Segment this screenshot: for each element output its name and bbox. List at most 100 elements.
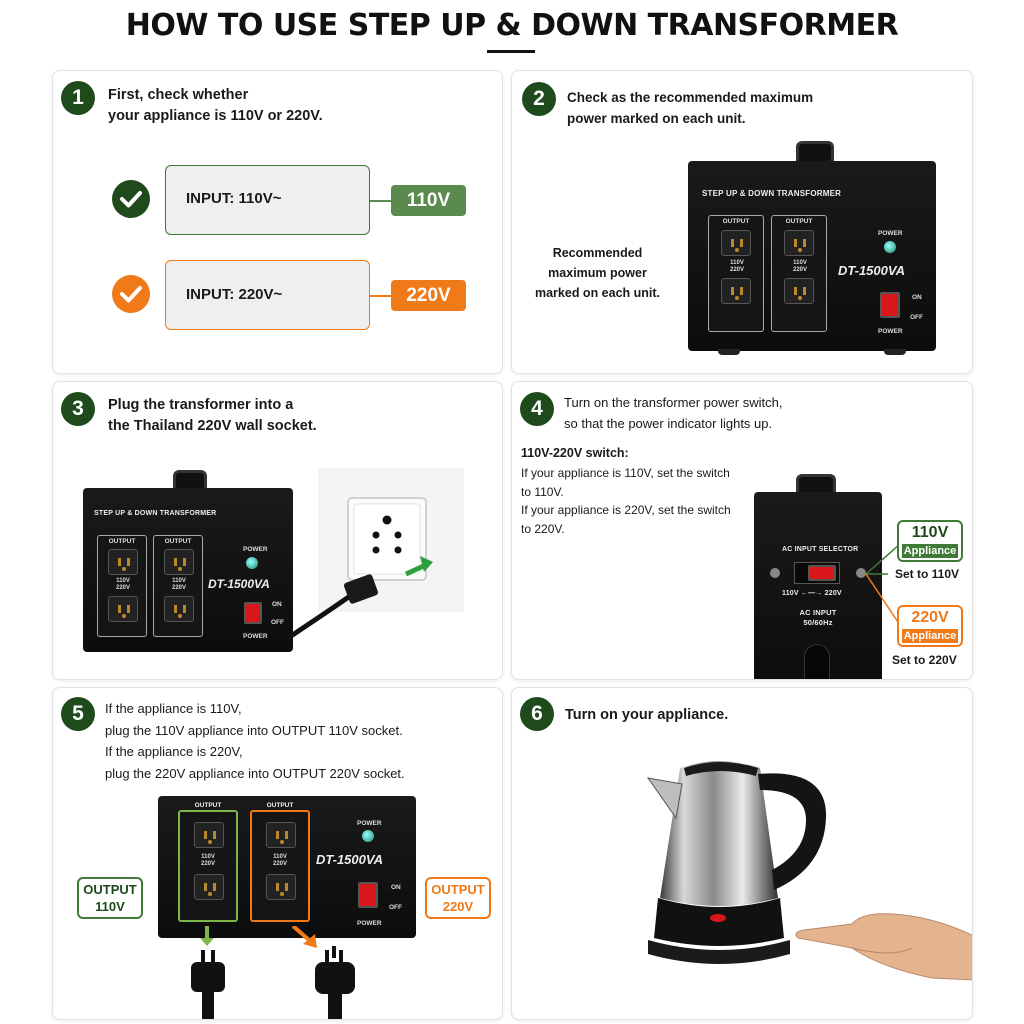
transformer-handle: [173, 470, 207, 490]
switch-off-label: OFF: [389, 904, 402, 911]
power-switch: [244, 602, 262, 624]
volt-label: 110V 220V: [272, 854, 287, 867]
wall-socket-image: [288, 468, 464, 641]
switch-on-label: ON: [912, 294, 922, 301]
transformer-brand-label: STEP UP & DOWN TRANSFORMER: [702, 189, 842, 198]
power-led-label: POWER: [878, 230, 903, 237]
transformer-image: STEP UP & DOWN TRANSFORMER OUTPUT 110V 2…: [83, 470, 293, 656]
step2-caption: Recommended maximum power marked on each…: [534, 246, 661, 300]
step6-heading: Turn on your appliance.: [565, 707, 729, 723]
transformer-model: DT-1500VA: [316, 852, 383, 867]
step3-heading: Plug the transformer into a the Thailand…: [108, 397, 317, 434]
tag-220-box: 220V Appliance: [897, 605, 963, 647]
socket: [721, 230, 751, 256]
check-circle-icon: [112, 275, 150, 313]
page-title: HOW TO USE STEP UP & DOWN TRANSFORMER: [125, 8, 899, 43]
volt-label: 110V 220V: [171, 578, 186, 591]
check-circle-icon: [112, 180, 150, 218]
input-220-label: INPUT: 220V~: [186, 286, 283, 303]
title-underline: [487, 50, 535, 53]
power-led-label: POWER: [243, 546, 268, 553]
step1-card: 1 First, check whether your appliance is…: [52, 70, 503, 374]
selector-range: 110V ←—→ 220V: [782, 590, 842, 597]
input-110-box: [165, 165, 370, 235]
outlet-header: OUTPUT: [785, 218, 813, 225]
step1-number: 1: [61, 81, 95, 115]
screw: [856, 568, 866, 578]
socket: [784, 230, 814, 256]
power-led: [246, 557, 258, 569]
output-outlet-220: OUTPUT 110V 220V: [250, 802, 310, 922]
plug-arrows: [191, 926, 355, 1019]
step2-card: 2 Check as the recommended maximum power…: [511, 70, 973, 374]
step5-card: 5 If the appliance is 110V, plug the 110…: [52, 687, 503, 1020]
step5-body: If the appliance is 110V, plug the 110V …: [105, 701, 405, 781]
tag-220v: 220V: [391, 280, 466, 311]
switch-off-label: OFF: [271, 619, 284, 626]
transformer-model: DT-1500VA: [838, 263, 905, 278]
transformer-brand-label: STEP UP & DOWN TRANSFORMER: [94, 510, 217, 517]
transformer-side-body: AC INPUT SELECTOR 110V ←—→ 220V AC INPUT…: [754, 492, 882, 679]
socket: [164, 549, 194, 575]
step4-body: If your appliance is 110V, set the switc…: [521, 466, 731, 536]
outlet-header: OUTPUT: [164, 538, 192, 545]
transformer-body: OUTPUT 110V 220V OUTPUT 110V 220V DT-150…: [158, 796, 416, 938]
transformer-model: DT-1500VA: [208, 577, 270, 591]
switch-off-label: OFF: [910, 314, 923, 321]
power-switch: [358, 882, 378, 908]
output-outlet-1: OUTPUT 110V 220V: [708, 215, 764, 332]
socket: [784, 278, 814, 304]
callout-lines: [865, 543, 901, 623]
socket: [108, 596, 138, 622]
ac-input-label: AC INPUT 50/60Hz: [799, 608, 837, 627]
step6-number: 6: [520, 697, 554, 731]
tag-220-volt: 220V: [911, 609, 949, 626]
step3-number: 3: [61, 392, 95, 426]
step3-card: 3 Plug the transformer into a the Thaila…: [52, 381, 503, 680]
tag-110-box: 110V Appliance: [897, 520, 963, 562]
volt-label: 110V 220V: [115, 578, 130, 591]
input-110-label: INPUT: 110V~: [186, 190, 282, 207]
power-led: [362, 830, 374, 842]
connector-110: [370, 200, 392, 202]
step5-number: 5: [61, 697, 95, 731]
kettle-image: [646, 761, 827, 964]
socket: [108, 549, 138, 575]
hand-image: [795, 913, 972, 981]
set-110-label: Set to 110V: [895, 567, 960, 581]
power-cord: [804, 644, 830, 679]
power-switch: [880, 292, 900, 318]
tag-110-appliance: Appliance: [902, 544, 958, 558]
input-220-box: [165, 260, 370, 330]
tag-220-appliance: Appliance: [902, 629, 958, 643]
output-110-label: OUTPUT 110V: [77, 877, 143, 919]
step4-heading: Turn on the transformer power switch, so…: [564, 395, 783, 431]
transformer-handle: [796, 141, 834, 163]
volt-label: 110V 220V: [200, 854, 215, 867]
socket: [721, 278, 751, 304]
switch-power-label: POWER: [357, 920, 382, 927]
transformer-body: STEP UP & DOWN TRANSFORMER OUTPUT 110V 2…: [688, 161, 936, 351]
step6-card: 6 Turn on your appliance.: [511, 687, 973, 1020]
output-outlet-1: OUTPUT 110V 220V: [97, 535, 147, 637]
power-led-label: POWER: [357, 820, 382, 827]
connector-220: [370, 295, 392, 297]
step2-heading: Check as the recommended maximum power m…: [567, 90, 814, 126]
transformer-image: OUTPUT 110V 220V OUTPUT 110V 220V DT-150…: [158, 796, 416, 942]
switch-on-label: ON: [272, 601, 282, 608]
output-220-label: OUTPUT 220V: [425, 877, 491, 919]
socket: [194, 822, 224, 848]
output-outlet-2: OUTPUT 110V 220V: [771, 215, 827, 332]
tag-110v: 110V: [391, 185, 466, 216]
transformer-image: STEP UP & DOWN TRANSFORMER OUTPUT 110V 2…: [688, 141, 936, 355]
set-220-label: Set to 220V: [892, 653, 957, 667]
step4-sub-heading: 110V-220V switch:: [521, 446, 629, 460]
outlet-header: OUTPUT: [108, 538, 136, 545]
socket: [266, 874, 296, 900]
transformer-body: STEP UP & DOWN TRANSFORMER OUTPUT 110V 2…: [83, 488, 293, 652]
transformer-foot: [884, 349, 906, 355]
output-outlet-110: OUTPUT 110V 220V: [178, 802, 238, 922]
socket: [194, 874, 224, 900]
socket: [266, 822, 296, 848]
switch-power-label: POWER: [243, 633, 268, 640]
